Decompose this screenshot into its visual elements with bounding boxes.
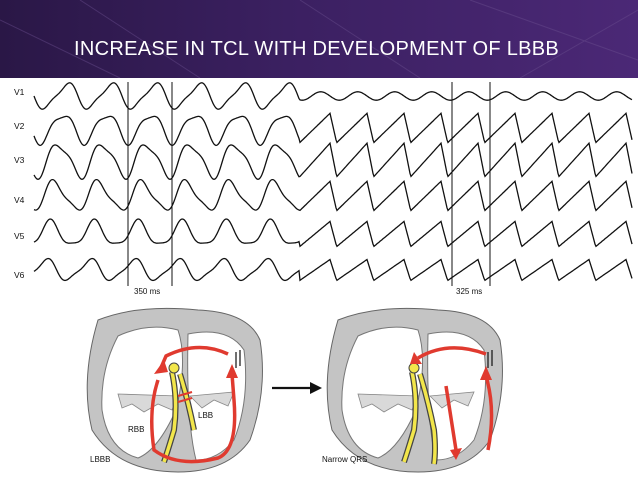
slide-title: INCREASE IN TCL WITH DEVELOPMENT OF LBBB bbox=[74, 38, 560, 60]
ecg-lead-trace bbox=[33, 178, 633, 212]
ecg-tracing bbox=[33, 82, 633, 286]
ecg-lead-trace bbox=[33, 82, 633, 110]
header-decoration bbox=[0, 0, 638, 78]
heart-diagram-narrow-qrs bbox=[326, 307, 503, 473]
interval-label-350: 350 ms bbox=[134, 287, 161, 296]
heart-diagram-lbbb bbox=[86, 307, 263, 473]
lead-label-v1: V1 bbox=[14, 87, 25, 97]
ecg-lead-trace bbox=[33, 218, 633, 248]
transition-arrow-icon bbox=[272, 382, 322, 394]
lead-label-v6: V6 bbox=[14, 270, 25, 280]
lead-label-v4: V4 bbox=[14, 195, 25, 205]
lbb-label: LBB bbox=[198, 411, 214, 420]
slide-header: INCREASE IN TCL WITH DEVELOPMENT OF LBBB bbox=[0, 0, 638, 78]
narrow-qrs-label: Narrow QRS bbox=[322, 455, 368, 464]
ecg-lead-trace bbox=[33, 257, 633, 282]
lead-label-v3: V3 bbox=[14, 155, 25, 165]
ecg-lead-trace bbox=[33, 112, 633, 147]
lead-label-v2: V2 bbox=[14, 121, 25, 131]
lbbb-label: LBBB bbox=[90, 455, 111, 464]
interval-label-325: 325 ms bbox=[456, 287, 483, 296]
ecg-lead-trace bbox=[33, 141, 633, 180]
rbb-label: RBB bbox=[128, 425, 145, 434]
lead-label-v5: V5 bbox=[14, 231, 25, 241]
